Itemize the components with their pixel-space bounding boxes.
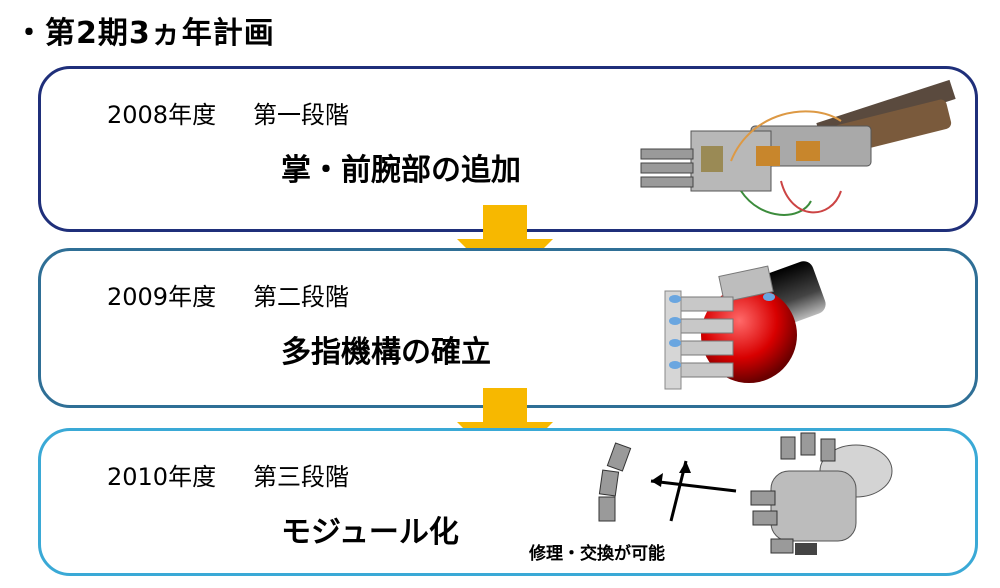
stage-goal: モジュール化 [281,515,459,550]
stage-box-2008: 2008年度 第一段階 掌・前腕部の追加 [38,66,978,232]
stage-phase: 第二段階 [253,283,349,311]
stage-goal: 多指機構の確立 [281,335,491,370]
stage-year: 2008年度 [107,101,217,129]
down-arrow [457,205,553,287]
robot-forearm-image [640,79,956,216]
stage-box-2009: 2009年度 第二段階 多指機構の確立 [38,248,978,408]
page-title: ・第2期3ヵ年計画 [14,16,275,51]
stage-goal: 掌・前腕部の追加 [281,153,521,188]
stage-phase: 第三段階 [253,463,349,491]
repair-caption: 修理・交換が可能 [529,544,665,564]
stage-box-2010: 2010年度 第三段階 モジュール化 修理・交換が可能 [38,428,978,576]
stage-year: 2009年度 [107,283,217,311]
stage-year: 2010年度 [107,463,217,491]
modular-hand-image [598,432,893,555]
multi-finger-hand-image [664,261,826,390]
stage-phase: 第一段階 [253,101,349,129]
